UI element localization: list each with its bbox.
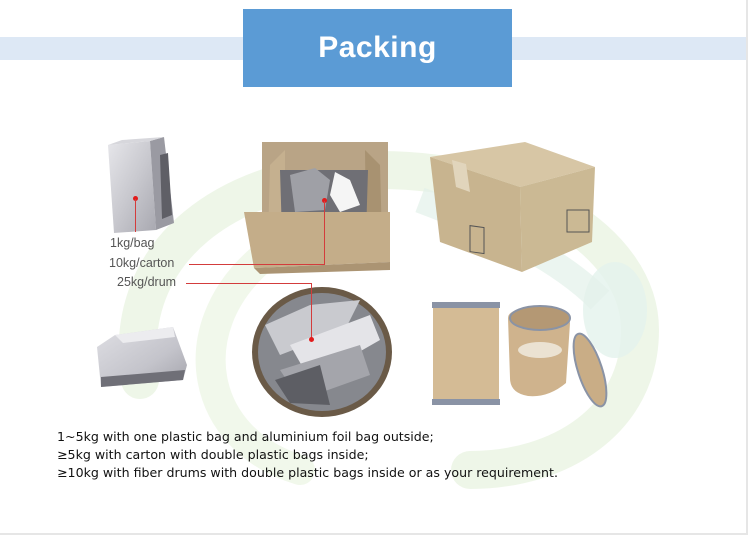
foil-bag-lying-image [97, 327, 187, 387]
drum-top-view-image [252, 287, 392, 417]
callout-dot-bag [133, 196, 138, 201]
description-line-2: ≥5kg with carton with double plastic bag… [57, 447, 369, 462]
description-line-3: ≥10kg with fiber drums with double plast… [57, 465, 558, 480]
foil-bag-standing-image [108, 137, 174, 233]
callout-line-drum-vertical [311, 283, 312, 338]
callout-label-carton: 10kg/carton [109, 256, 175, 270]
callout-line-bag [135, 199, 136, 232]
description-line-1: 1~5kg with one plastic bag and aluminium… [57, 429, 434, 444]
callout-line-carton-horizontal [189, 264, 325, 265]
title-banner: Packing [243, 9, 512, 87]
callout-line-drum-horizontal [186, 283, 312, 284]
closed-carton-image [430, 142, 595, 272]
callout-label-bag: 1kg/bag [110, 236, 155, 250]
callout-line-carton-vertical [324, 201, 325, 265]
packing-description: 1~5kg with one plastic bag and aluminium… [57, 428, 558, 482]
callout-dot-carton [322, 198, 327, 203]
callout-dot-drum [309, 337, 314, 342]
open-carton-image [244, 142, 390, 274]
fiber-drums-image [432, 302, 608, 408]
page-title: Packing [318, 31, 437, 64]
callout-label-drum: 25kg/drum [117, 275, 177, 289]
